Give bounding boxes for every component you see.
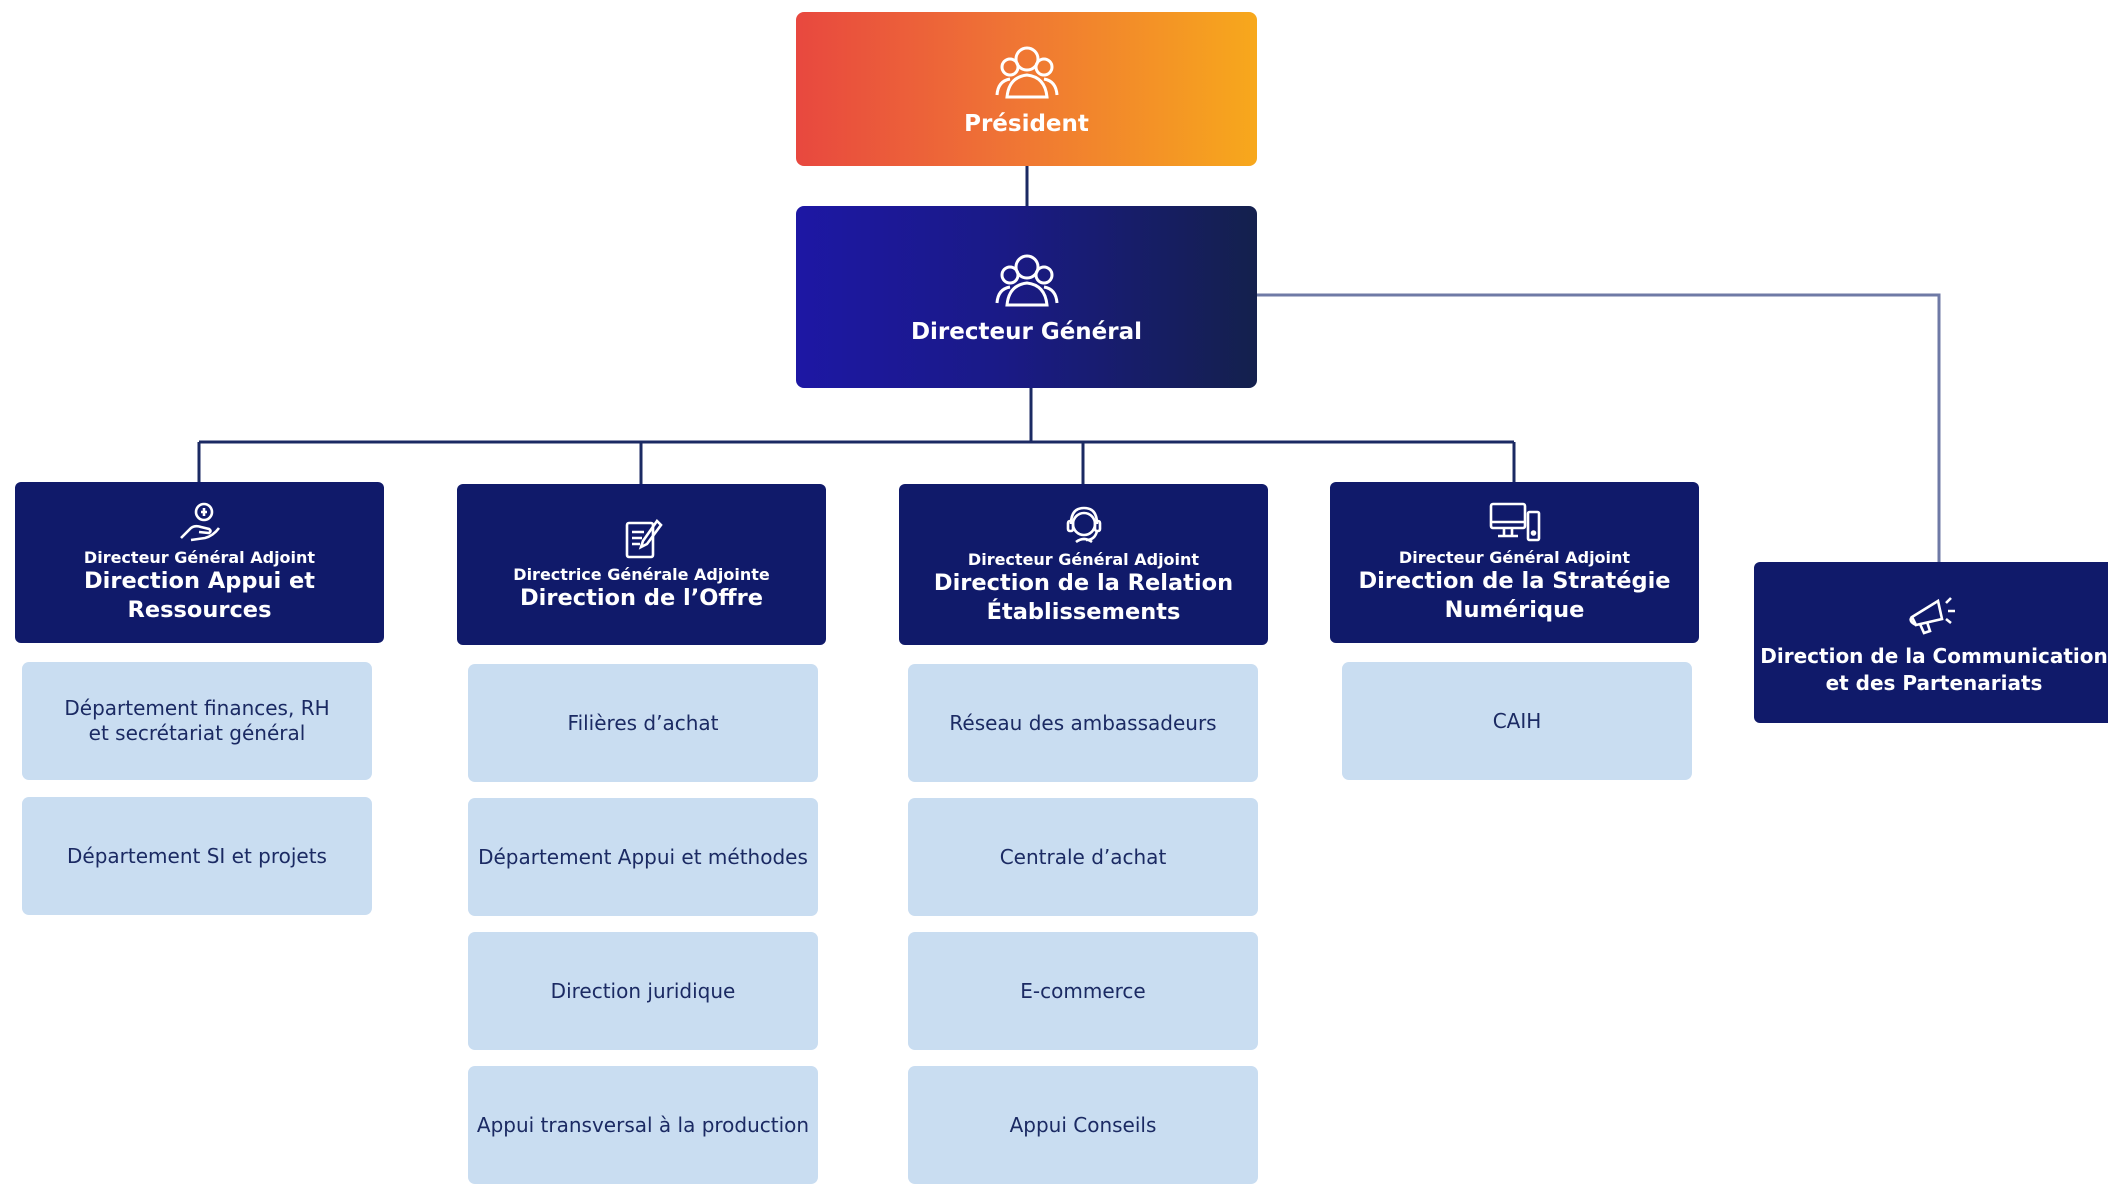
direction-appui-ressources-box: Directeur Général Adjoint Direction Appu…	[15, 482, 384, 643]
department-box: Département Appui et méthodes	[468, 798, 818, 916]
group-icon	[995, 254, 1058, 307]
group-icon	[995, 46, 1058, 99]
department-box: Département finances, RH et secrétariat …	[22, 662, 372, 780]
directeur-general-label: Directeur Général	[910, 319, 1143, 345]
deputy-role: Directrice Générale Adjointe	[513, 564, 770, 584]
department-box: Appui transversal à la production	[468, 1066, 818, 1184]
direction-strategie-numerique-box: Directeur Général Adjoint Direction de l…	[1330, 482, 1699, 643]
department-box: Réseau des ambassadeurs	[908, 664, 1258, 782]
direction-relation-etablissements-box: Directeur Général Adjoint Direction de l…	[899, 484, 1268, 645]
headset-icon	[1066, 506, 1101, 544]
department-label: Filières d’achat	[567, 710, 719, 735]
deputy-role: Directeur Général Adjoint	[1398, 548, 1631, 567]
hand-coins-icon	[179, 502, 220, 542]
department-label: Département SI et projets	[67, 843, 327, 868]
direction-name: Direction de la Relation Établissements	[933, 570, 1234, 625]
directeur-general-box: Directeur Général	[796, 206, 1257, 388]
president-box: Président	[796, 12, 1257, 166]
department-label: Centrale d’achat	[999, 844, 1167, 869]
department-label: Direction juridique	[550, 978, 736, 1003]
department-label: Réseau des ambassadeurs	[949, 710, 1217, 735]
department-label: Appui Conseils	[1009, 1112, 1157, 1137]
department-label: Département Appui et méthodes	[478, 844, 808, 869]
document-pen-icon	[625, 518, 663, 558]
department-box: Centrale d’achat	[908, 798, 1258, 916]
deputy-role: Directeur Général Adjoint	[967, 550, 1200, 569]
direction-name: Direction de l’Offre	[519, 584, 764, 611]
direction-name: Direction de la Stratégie Numérique	[1358, 568, 1671, 623]
direction-name: Direction Appui et Ressources	[83, 568, 316, 623]
deputy-role: Directeur Général Adjoint	[83, 548, 316, 567]
department-box: Filières d’achat	[468, 664, 818, 782]
direction-offre-box: Directrice Générale Adjointe Direction d…	[457, 484, 826, 645]
department-box: Direction juridique	[468, 932, 818, 1050]
president-label: Président	[964, 111, 1089, 137]
department-box: CAIH	[1342, 662, 1692, 780]
department-label: E-commerce	[1020, 978, 1146, 1003]
department-label: Appui transversal à la production	[476, 1112, 810, 1137]
direction-communication-box: Direction de la Communication et des Par…	[1754, 562, 2108, 723]
megaphone-icon	[1909, 596, 1955, 635]
department-label: Département finances, RH et secrétariat …	[64, 696, 330, 745]
department-label: CAIH	[1492, 708, 1542, 733]
department-box: E-commerce	[908, 932, 1258, 1050]
department-box: Département SI et projets	[22, 797, 372, 915]
department-box: Appui Conseils	[908, 1066, 1258, 1184]
computer-icon	[1489, 502, 1540, 542]
direction-name: Direction de la Communication et des Par…	[1760, 643, 2108, 695]
